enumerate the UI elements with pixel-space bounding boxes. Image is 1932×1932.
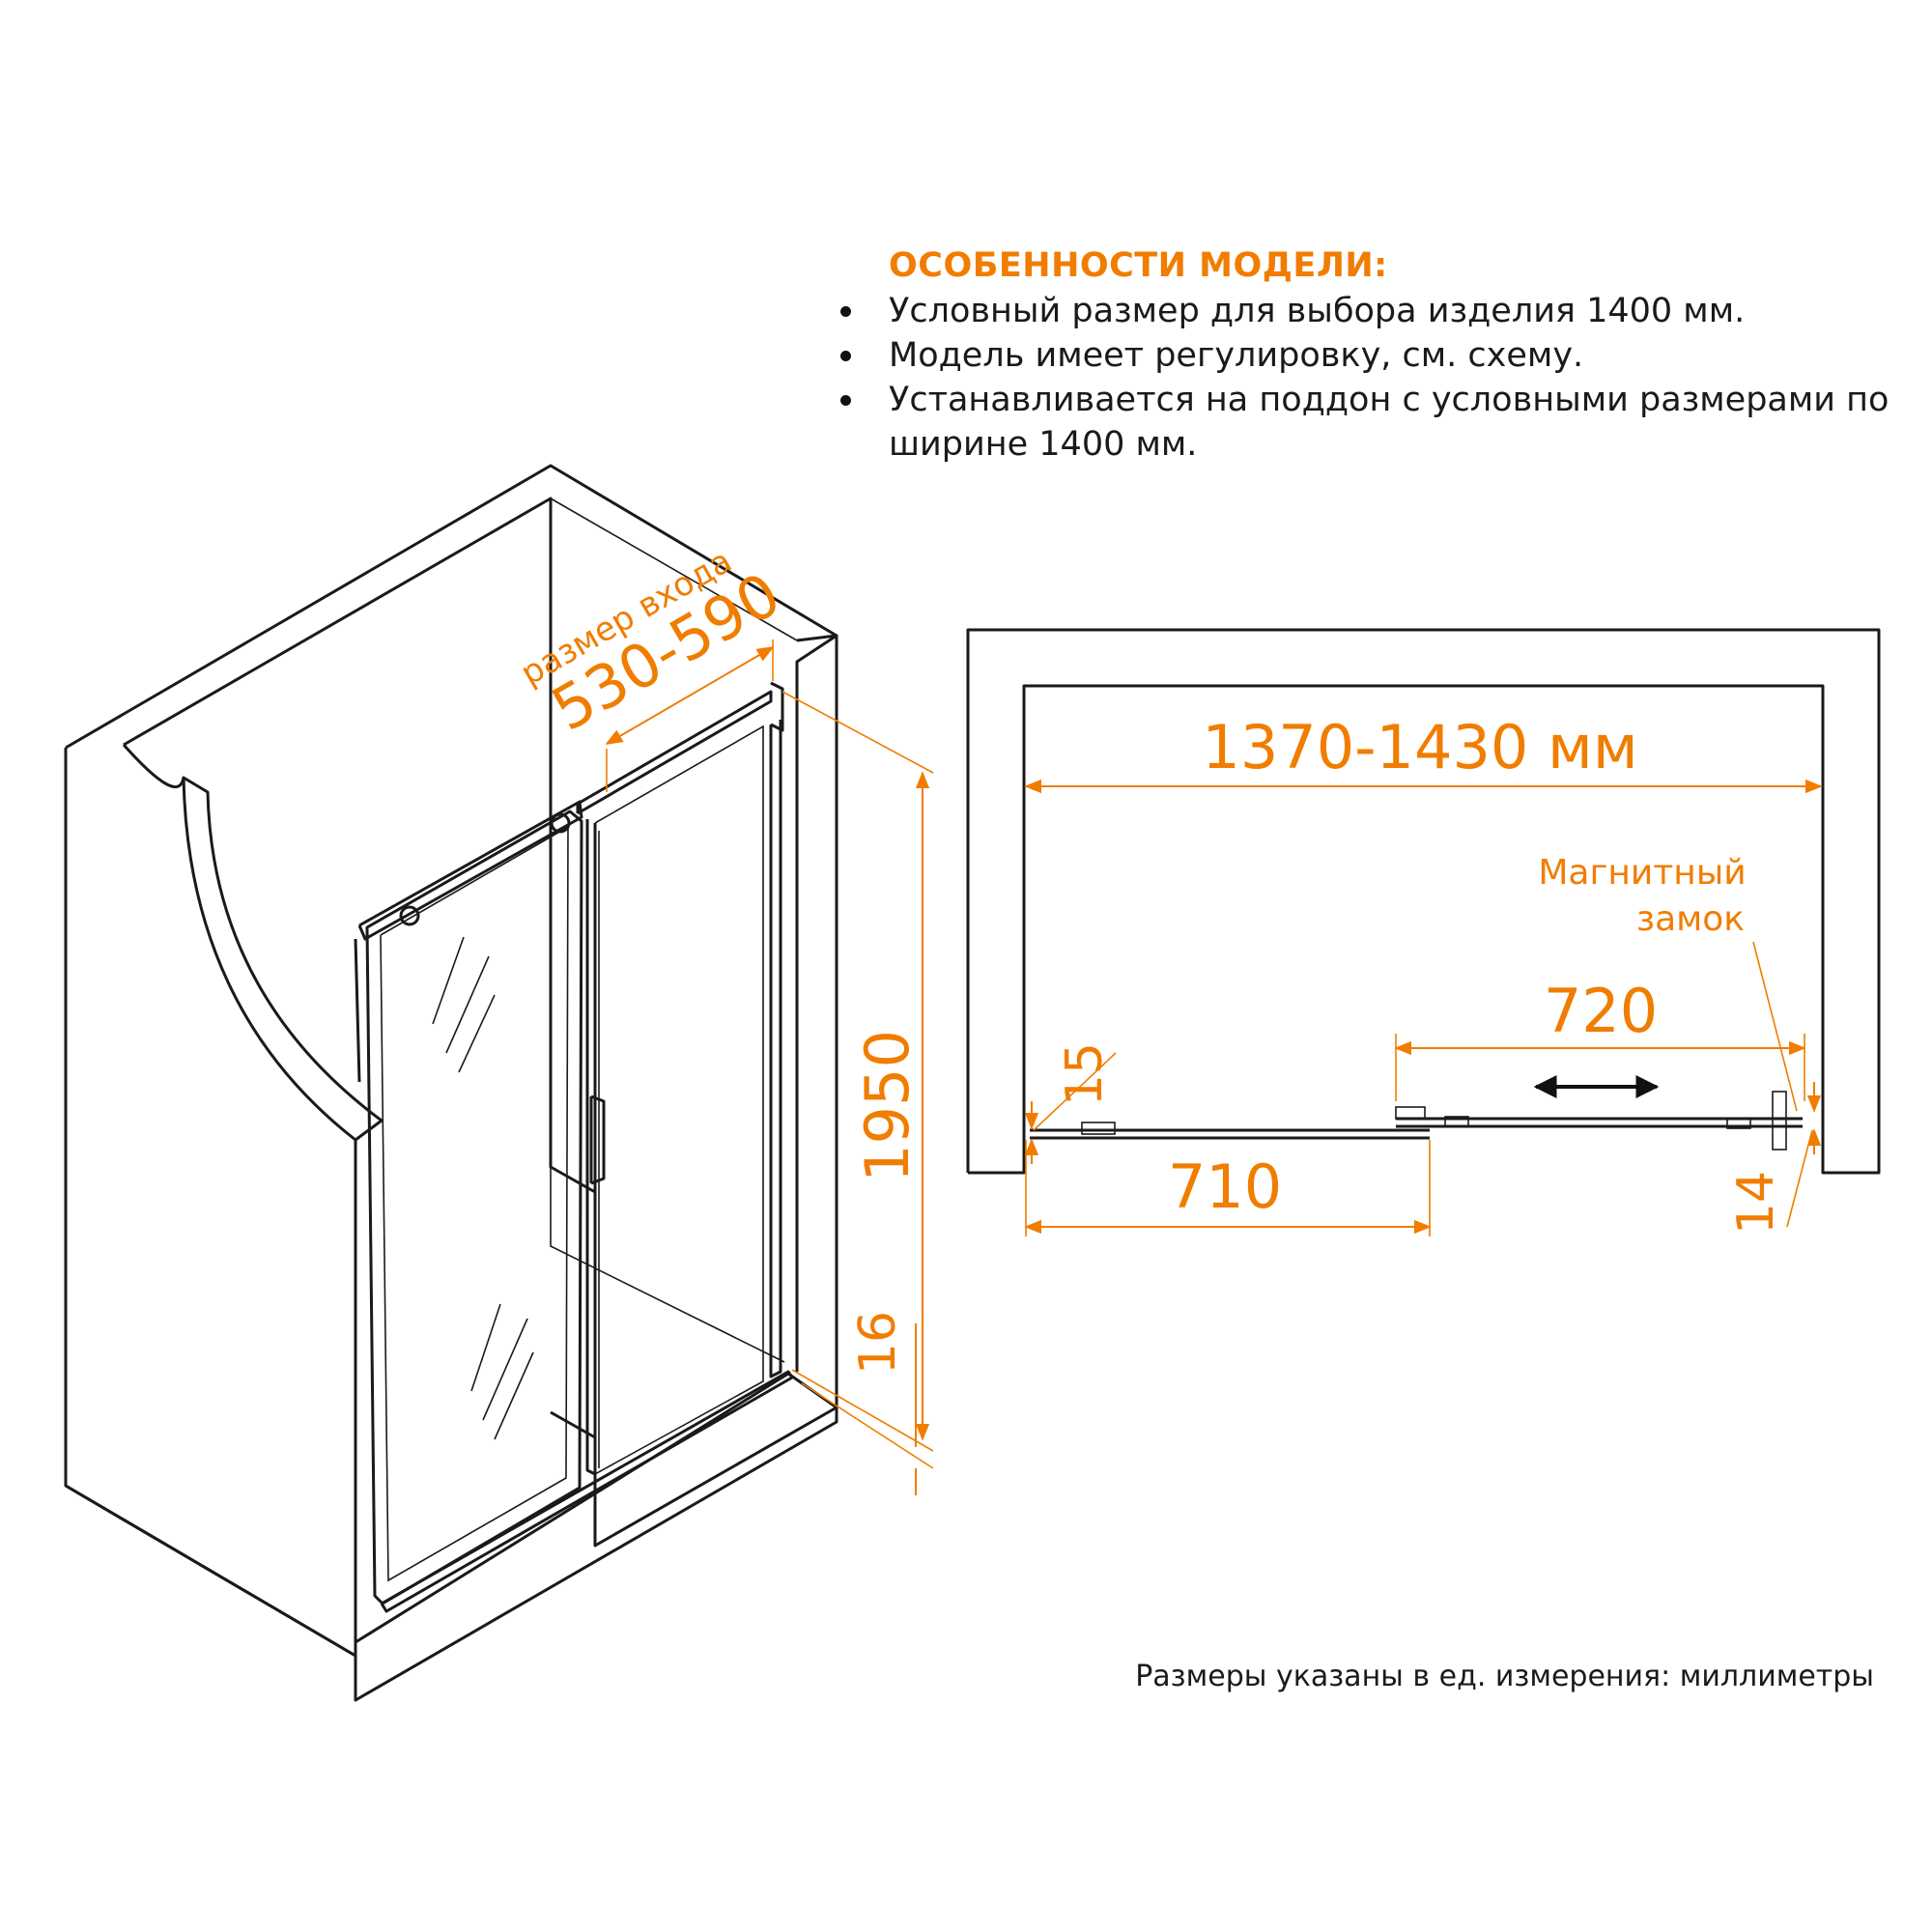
entry-dim-line xyxy=(605,646,775,745)
height-value: 1950 xyxy=(852,1030,923,1182)
plan-fixed-clamp xyxy=(1081,1122,1116,1135)
right-gap-leader xyxy=(1786,1129,1813,1228)
tray-value: 16 xyxy=(849,1311,907,1375)
height-ext-bottom xyxy=(791,1369,934,1452)
door-roller-bar xyxy=(357,800,583,941)
features-item: Устанавливается на поддон с условными ра… xyxy=(840,378,1913,467)
bottom-threshold xyxy=(380,1370,794,1613)
height-ext-top xyxy=(781,691,934,774)
floor-line xyxy=(550,1167,785,1363)
fixed-panel xyxy=(585,819,597,1476)
tray-ext-bottom xyxy=(801,1382,934,1469)
units-footnote: Размеры указаны в ед. измерения: миллиме… xyxy=(1135,1660,1874,1693)
back-wall-edge xyxy=(550,497,798,641)
fixed-panel-edge xyxy=(594,724,764,1475)
magnet-label-1: Магнитный xyxy=(1538,853,1746,893)
plan-magnet-block xyxy=(1772,1091,1787,1151)
glass-reflection xyxy=(432,936,534,1440)
features-item: Условный размер для выбора изделия 1400 … xyxy=(840,289,1913,333)
top-rail-cap xyxy=(770,681,784,732)
width-value: 1370-1430 мм xyxy=(1202,712,1637,782)
right-gap-value: 14 xyxy=(1727,1171,1785,1235)
plan-roller-left xyxy=(1395,1106,1426,1120)
sliding-door xyxy=(365,810,583,1605)
plan-roller-right xyxy=(1726,1118,1751,1129)
roller-right xyxy=(550,812,571,834)
model-features: ОСОБЕННОСТИ МОДЕЛИ: Условный размер для … xyxy=(831,246,1913,467)
plan-view: 1370-1430 мм Магнитный замок 720 710 15 … xyxy=(966,628,1881,1236)
fixed-value: 710 xyxy=(1168,1151,1282,1222)
magnet-label-2: замок xyxy=(1636,899,1745,939)
left-wall xyxy=(64,744,384,1658)
door-side-guard xyxy=(354,938,361,1083)
right-post xyxy=(769,720,782,1378)
features-title: ОСОБЕННОСТИ МОДЕЛИ: xyxy=(889,246,1388,285)
sliding-door-inner xyxy=(380,825,569,1582)
tray-left-edge xyxy=(65,1484,356,1658)
back-wall-inner xyxy=(123,497,596,1194)
magnet-leader xyxy=(1752,941,1798,1112)
tray-front xyxy=(354,1407,838,1702)
right-wall-return xyxy=(795,634,838,1372)
isometric-view: размер входа 530-590 1950 16 xyxy=(64,464,934,1702)
features-item: Модель имеет регулировку, см. схему. xyxy=(840,333,1913,378)
plan-roller-mid xyxy=(1444,1116,1469,1127)
left-gap-leader xyxy=(1033,1052,1117,1131)
features-list: Условный размер для выбора изделия 1400 … xyxy=(831,289,1913,467)
left-gap-value: 15 xyxy=(1056,1042,1114,1106)
roller-left xyxy=(399,905,420,926)
door-value: 720 xyxy=(1544,976,1658,1046)
door-handle xyxy=(590,1094,606,1185)
plan-wall-outer xyxy=(966,628,1881,1175)
left-wall-inner-curve xyxy=(182,777,356,1142)
